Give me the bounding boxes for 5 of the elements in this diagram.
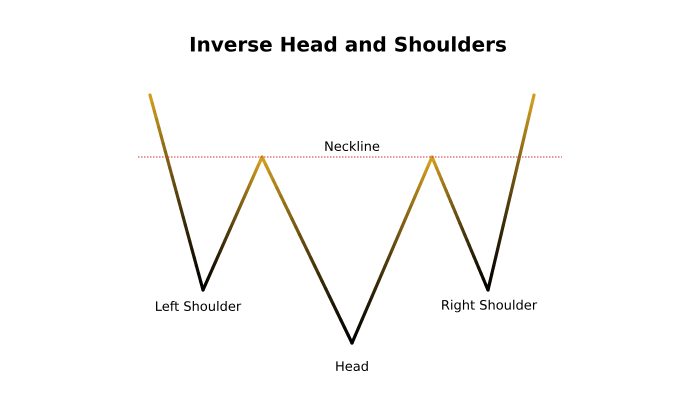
pattern-label: Left Shoulder (154, 300, 242, 312)
title: Inverse Head and Shoulders (190, 36, 506, 52)
pattern-label: Right Shoulder (440, 298, 538, 314)
pattern-label: Head (334, 360, 370, 372)
pattern-label: Neckline (323, 140, 381, 152)
